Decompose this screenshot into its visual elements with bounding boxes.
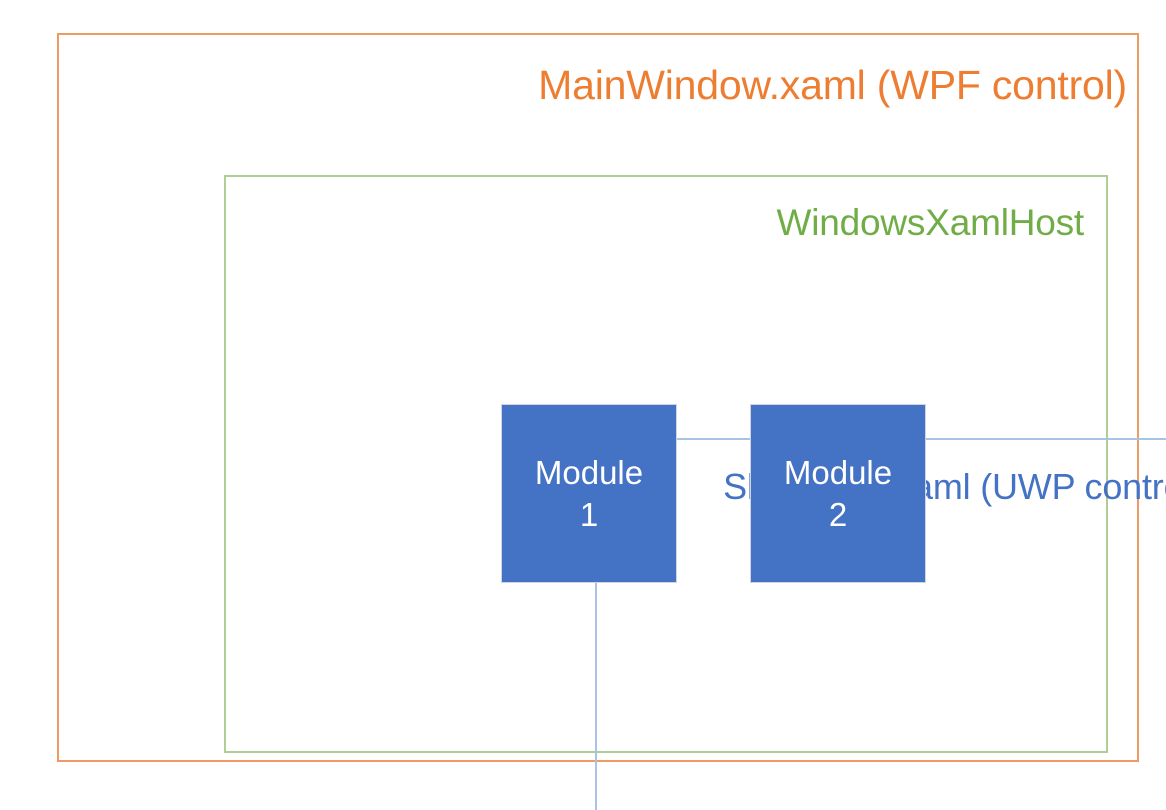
module-1-name: Module [534, 454, 644, 492]
module-block-1: Module 1 [501, 404, 677, 583]
module-2-number: 2 [828, 495, 848, 533]
layer-mainwindow-label: MainWindow.xaml (WPF control) [538, 62, 1127, 108]
module-2-name: Module [783, 454, 893, 492]
module-block-2: Module 2 [750, 404, 926, 583]
layer-mainwindow-box: MainWindow.xaml (WPF control) WindowsXam… [57, 33, 1166, 810]
module-1-number: 1 [579, 495, 599, 533]
layer-windowsxamlhost-label: WindowsXamlHost [776, 202, 1085, 243]
